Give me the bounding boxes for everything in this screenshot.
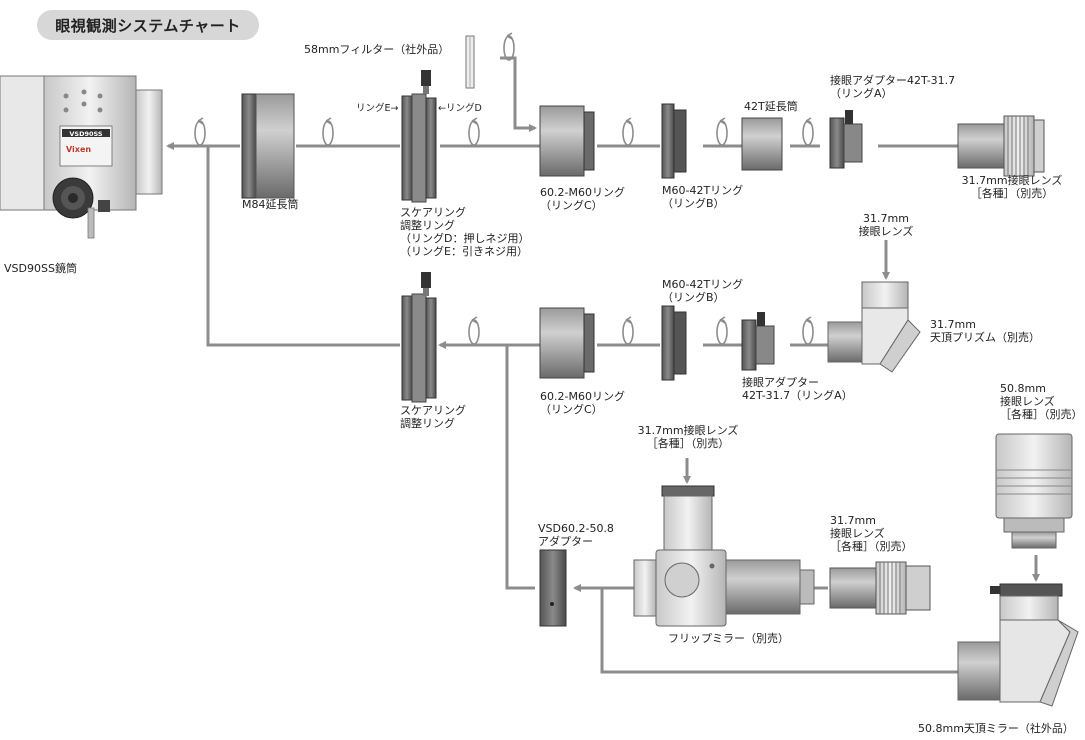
label-extension-42t: 42T延長筒 <box>744 100 798 113</box>
rotation-icon <box>622 117 634 146</box>
rotation-icon <box>194 117 206 146</box>
filter-58mm <box>465 35 475 89</box>
label-eyepiece-317-flip-top: 31.7mm接眼レンズ ［各種］（別売） <box>637 424 739 450</box>
branch-line-low <box>505 345 535 590</box>
badge-model-text: VSD90SS <box>69 130 103 138</box>
eyepiece-adapter-mid <box>741 312 775 371</box>
label-ring-d-arrow: ←リングD <box>438 103 482 114</box>
label-squaring-ring-top: スケアリング 調整リング （リングD：押しネジ用） （リングE：引きネジ用） <box>400 206 530 258</box>
ring-602-m60-top <box>539 105 595 177</box>
label-telescope: VSD90SS鏡筒 <box>4 262 77 275</box>
ring-602-m60-mid <box>539 307 595 379</box>
label-vsd-adapter-508: VSD60.2-50.8 アダプター <box>538 522 614 548</box>
label-eyepiece-317-flip-side: 31.7mm 接眼レンズ ［各種］（別売） <box>830 514 913 553</box>
telescope-screws <box>63 89 103 113</box>
label-diagonal-mirror-508: 50.8mm天頂ミラー（社外品） <box>918 722 1074 735</box>
chart-title: 眼視観測システムチャート <box>37 10 259 40</box>
m84-extension-tube <box>241 93 295 199</box>
rotation-icon <box>802 117 814 146</box>
branch-line-mid <box>206 146 400 347</box>
label-eyepiece-adapter-mid: 接眼アダプター 42T-31.7（リングA） <box>742 376 853 402</box>
vsd-adapter-508 <box>539 549 567 627</box>
label-ring-m60-42t-mid: M60-42Tリング （リングB） <box>662 278 744 304</box>
rotation-icon <box>802 316 814 345</box>
rotation-icons <box>194 32 814 345</box>
badge-brand-text: Vixen <box>66 145 91 154</box>
label-eyepiece-508: 50.8mm 接眼レンズ ［各種］（別売） <box>1000 382 1083 421</box>
label-flip-mirror: フリップミラー（別売） <box>668 632 789 645</box>
eyepiece-317-top <box>957 115 1045 177</box>
rotation-icon <box>468 117 480 146</box>
rotation-icon <box>716 117 728 146</box>
connection-lines <box>168 56 1040 674</box>
eyepiece-adapter-top <box>829 110 863 169</box>
label-m84: M84延長筒 <box>242 198 299 211</box>
label-ring-e-arrow: リングE→ <box>356 103 399 114</box>
label-diagonal-prism-317: 31.7mm 天頂プリズム（別売） <box>930 318 1040 344</box>
diagonal-mirror-508 <box>957 583 1079 707</box>
label-squaring-ring-mid: スケアリング 調整リング <box>400 404 466 430</box>
label-eyepiece-317-prism: 31.7mm 接眼レンズ <box>858 212 914 238</box>
rotation-icon <box>622 316 634 345</box>
telescope-tube: VSD90SS Vixen <box>0 75 163 239</box>
ring-m60-42t-mid <box>661 305 687 381</box>
rotation-icon <box>716 316 728 345</box>
label-eyepiece-317-top: 31.7mm接眼レンズ ［各種］（別売） <box>961 174 1063 200</box>
filter-line <box>500 56 537 132</box>
mirror-508-line <box>600 588 958 674</box>
rotation-icon <box>322 117 334 146</box>
label-filter-58mm: 58mmフィルター（社外品） <box>304 43 450 56</box>
squaring-ring-top <box>401 70 437 203</box>
rotation-icon <box>468 316 480 345</box>
ring-m60-42t-top <box>661 103 687 179</box>
rotation-icon <box>503 32 515 61</box>
flip-mirror <box>633 485 815 627</box>
label-ring-602-m60-mid: 60.2-M60リング （リングC） <box>540 390 625 416</box>
label-eyepiece-adapter-top: 接眼アダプター42T-31.7 （リングA） <box>830 74 956 100</box>
eyepiece-508 <box>995 433 1073 549</box>
label-ring-602-m60-top: 60.2-M60リング （リングC） <box>540 186 625 212</box>
extension-42t <box>741 117 783 171</box>
label-ring-m60-42t-top: M60-42Tリング （リングB） <box>662 184 744 210</box>
diagonal-prism-317 <box>827 281 921 373</box>
squaring-ring-mid <box>401 272 437 403</box>
eyepiece-317-flip <box>829 561 931 615</box>
